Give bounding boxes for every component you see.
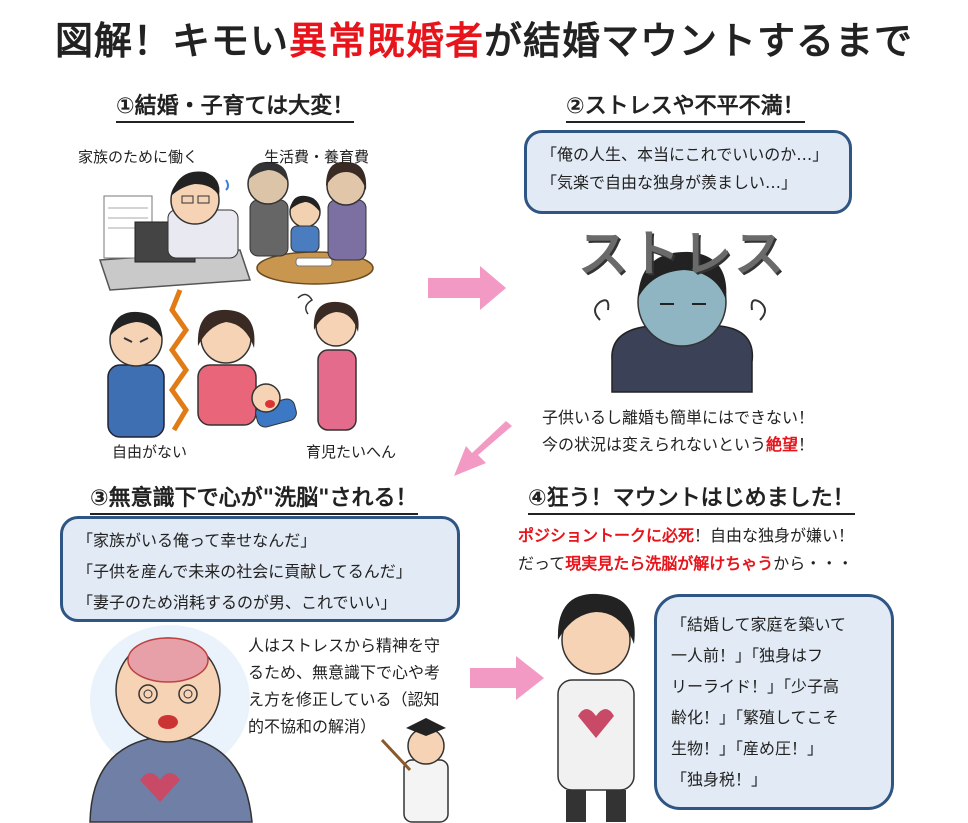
- brainwashed-man-illustration: [89, 625, 253, 823]
- bubble-line: 「家族がいる俺って幸せなんだ」: [77, 531, 317, 550]
- panel2-speech-bubble: 「俺の人生、本当にこれでいいのか…」 「気楽で自由な独身が羨ましい…」: [524, 130, 852, 214]
- panel2-heading: ②ストレスや不平不満！: [566, 94, 805, 123]
- explain-line: 人はストレスから精神を守: [248, 636, 441, 655]
- position-talk-text: ポジショントークに必死: [518, 526, 695, 545]
- explain-line: え方を修正している（認知: [248, 690, 440, 709]
- bubble-line: 「俺の人生、本当にこれでいいのか…」: [541, 145, 829, 164]
- title-accent: 異常既婚者: [288, 19, 484, 63]
- bubble-line: 一人前！」「独身はフ: [671, 646, 824, 665]
- panel4-line-1: ポジショントークに必死！自由な独身が嫌い！: [518, 522, 854, 549]
- bubble-line: 「妻子のため消耗するのが男、これでいい」: [77, 593, 397, 612]
- explain-line: るため、無意識下で心や考: [248, 663, 441, 682]
- label-childcare-hard: 育児たいへん: [306, 443, 397, 461]
- office-worker-illustration: [98, 171, 252, 291]
- bubble-line: 「子供を産んで未来の社会に貢献してるんだ」: [77, 562, 412, 581]
- mounting-man-illustration: [557, 593, 635, 822]
- arrow-2-to-3: [454, 421, 512, 476]
- note-2-post: ！: [798, 435, 815, 454]
- title-pre: 図解！キモい: [54, 19, 289, 63]
- bubble-line: 齢化！」「繁殖してこそ: [671, 708, 839, 727]
- panel3-speech-bubble: 「家族がいる俺って幸せなんだ」 「子供を産んで未来の社会に貢献してるんだ」 「妻…: [60, 516, 460, 622]
- panel3-heading: ③無意識下で心が"洗脳"される！: [90, 486, 418, 515]
- panel3-explanation: 人はストレスから精神を守 るため、無意識下で心や考 え方を修正している（認知 的…: [248, 632, 440, 740]
- stressed-man-illustration: [594, 251, 766, 393]
- bubble-line: 「独身税！」: [671, 770, 768, 789]
- panel4-heading: ④狂う！マウントはじめました！: [528, 486, 855, 515]
- bubble-line: 生物！」「産め圧！」: [671, 739, 824, 758]
- panel2-note-1: 子供いるし離婚も簡単にはできない！: [542, 408, 815, 427]
- stress-word: ストレス: [578, 225, 786, 283]
- line-1-post: ！自由な独身が嫌い！: [694, 526, 855, 545]
- arrow-1-to-2: [428, 266, 506, 310]
- page-title: 図解！キモい異常既婚者が結婚マウントするまで: [0, 10, 968, 65]
- line-2-post: から・・・: [773, 554, 854, 573]
- arrow-3-to-4: [470, 656, 544, 700]
- crying-child-illustration: [251, 383, 297, 428]
- label-living-costs: 生活費・養育費: [264, 148, 370, 166]
- label-no-freedom: 自由がない: [112, 443, 188, 461]
- worried-mother-illustration: [297, 293, 359, 431]
- professor-illustration: [380, 718, 449, 823]
- label-work-for-family: 家族のために働く: [78, 148, 199, 166]
- title-post: が結婚マウントするまで: [484, 19, 914, 63]
- angry-woman-illustration: [197, 309, 257, 426]
- panel1-heading: ①結婚・子育ては大変！: [116, 94, 355, 123]
- despair-text: 絶望: [766, 435, 799, 454]
- angry-man-illustration: [107, 311, 165, 438]
- family-at-table-illustration: [247, 161, 374, 285]
- lightning-divider: [168, 289, 190, 432]
- panel4-speech-bubble: 「結婚して家庭を築いて 一人前！」「独身はフ リーライド！」「少子高 齢化！」「…: [654, 594, 894, 810]
- brainwash-breaks-text: 現実見たら洗脳が解けちゃう: [565, 554, 774, 573]
- bubble-line: 「結婚して家庭を築いて: [671, 615, 847, 634]
- explain-line: 的不協和の解消）: [248, 717, 377, 736]
- panel2-note-2: 今の状況は変えられないという絶望！: [542, 431, 814, 458]
- line-2-pre: だって: [518, 554, 566, 573]
- panel4-line-2: だって現実見たら洗脳が解けちゃうから・・・: [518, 550, 853, 577]
- bubble-line: 「気楽で自由な独身が羨ましい…」: [541, 173, 798, 192]
- note-2-pre: 今の状況は変えられないという: [542, 435, 767, 454]
- bubble-line: リーライド！」「少子高: [671, 677, 840, 696]
